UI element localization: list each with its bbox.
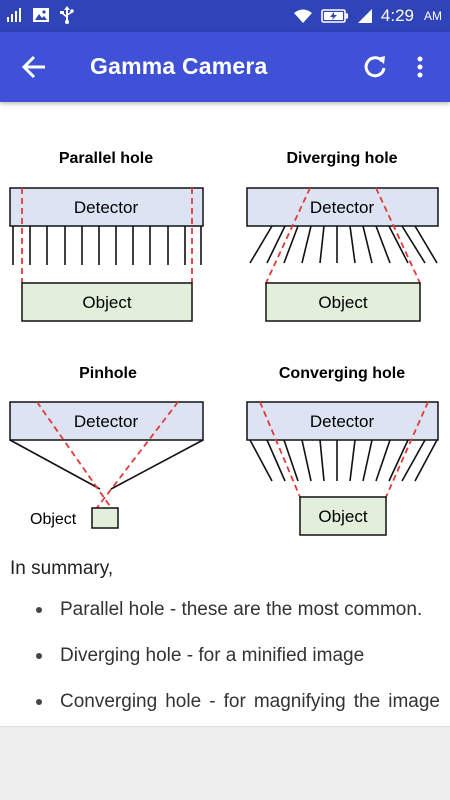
panel-converging-hole: Converging hole Detector Object — [246, 365, 439, 536]
image-icon — [33, 8, 49, 22]
refresh-button[interactable] — [360, 52, 390, 82]
collimator-septa — [249, 439, 438, 482]
object-box — [299, 496, 387, 536]
object-label: Object — [30, 511, 77, 528]
usb-icon — [60, 6, 74, 24]
detector-label: Detector — [74, 198, 139, 217]
object-box — [265, 282, 421, 322]
detector-box — [246, 401, 439, 441]
summary-list: Parallel hole - these are the most commo… — [30, 598, 440, 726]
panel-diverging-hole: Diverging hole Detector Object — [246, 150, 439, 322]
object-label: Object — [318, 507, 367, 526]
panel-title: Converging hole — [279, 365, 405, 382]
detector-label: Detector — [310, 412, 375, 431]
list-item: Diverging hole - for a minified image — [30, 644, 440, 668]
list-item-text: Converging hole - for magnifying the ima… — [60, 691, 440, 712]
panel-title: Parallel hole — [59, 150, 153, 167]
object-label: Object — [82, 293, 131, 312]
panel-title: Pinhole — [79, 365, 137, 382]
object-box — [91, 507, 119, 529]
list-item-text: Parallel hole - these are the most commo… — [60, 599, 423, 620]
list-item: Parallel hole - these are the most commo… — [30, 598, 440, 622]
collimator-septa — [12, 226, 202, 265]
object-box — [21, 282, 193, 322]
detector-box — [9, 401, 204, 441]
bullet-icon — [36, 607, 42, 613]
summary-intro: In summary, — [10, 558, 114, 579]
status-time: 4:29 — [380, 6, 414, 25]
wifi-icon — [293, 9, 312, 23]
detector-label: Detector — [74, 412, 139, 431]
status-ampm: AM — [424, 9, 442, 23]
app-title: Gamma Camera — [90, 53, 268, 79]
collimator-diagram: Parallel hole Detector Object Diverging … — [9, 150, 439, 536]
arrow-back-icon — [21, 55, 45, 79]
more-vert-icon — [417, 56, 423, 78]
app-bar: Gamma Camera — [0, 32, 450, 102]
object-label: Object — [318, 293, 367, 312]
signal-icon — [7, 8, 21, 22]
panel-parallel-hole: Parallel hole Detector Object — [9, 150, 204, 322]
ray-lines — [259, 401, 429, 498]
pinhole-cone — [9, 439, 204, 490]
status-bar: 4:29 AM — [0, 0, 450, 32]
back-button[interactable] — [20, 52, 50, 82]
overflow-menu-button[interactable] — [410, 52, 430, 82]
list-item: Converging hole - for magnifying the ima… — [30, 690, 440, 714]
battery-icon — [321, 9, 348, 23]
detector-box — [246, 187, 439, 227]
ray-lines — [36, 401, 179, 510]
bullet-icon — [36, 653, 42, 659]
collimator-septa — [249, 225, 438, 264]
ray-lines — [265, 187, 421, 284]
refresh-icon — [364, 56, 386, 78]
list-item-text: Diverging hole - for a minified image — [60, 645, 365, 666]
ray-lines — [21, 188, 193, 283]
bullet-icon — [36, 699, 42, 705]
detector-box — [9, 187, 204, 227]
panel-title: Diverging hole — [286, 150, 397, 167]
content-area[interactable]: Parallel hole Detector Object Diverging … — [0, 102, 450, 726]
cell-signal-icon — [357, 9, 372, 23]
panel-pinhole: Pinhole Detector Object — [9, 365, 204, 529]
detector-label: Detector — [310, 198, 375, 217]
bottom-panel — [0, 726, 450, 800]
